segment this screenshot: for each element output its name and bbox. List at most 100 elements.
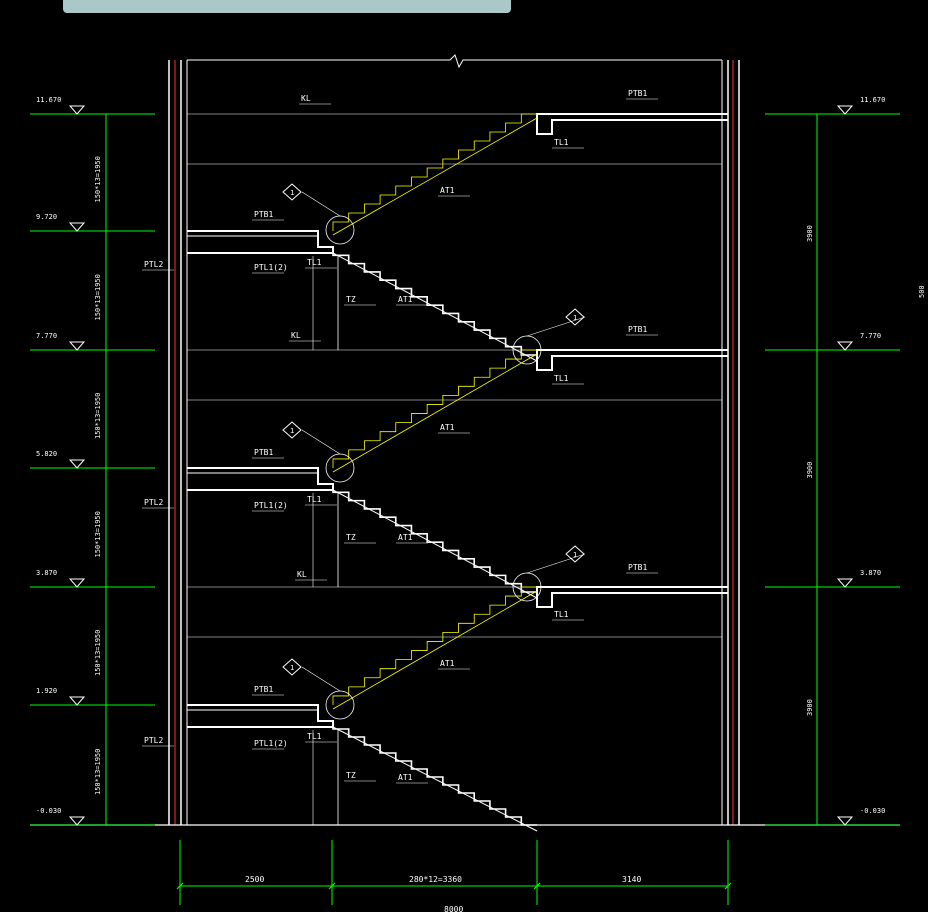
annotation-25: AT1 bbox=[398, 533, 413, 542]
flight-dim-2: 150*13=1950 bbox=[94, 393, 102, 439]
right-elevation-1: 7.770 bbox=[860, 332, 881, 340]
detail-circle-0 bbox=[325, 215, 355, 245]
flight-white-2-underside bbox=[332, 726, 538, 832]
annotation-23: AT1 bbox=[440, 659, 455, 668]
floor-height-2: 3900 bbox=[806, 699, 814, 716]
left-level-mark-2 bbox=[68, 341, 86, 351]
annotation-28: KL bbox=[291, 331, 301, 340]
landing-left-2 bbox=[187, 704, 334, 728]
annotation-10: PTL1(2) bbox=[254, 501, 288, 510]
detail-leader-4 bbox=[301, 666, 341, 692]
flight-white-1-underside bbox=[332, 489, 538, 599]
left-level-mark-3 bbox=[68, 459, 86, 469]
landing-left-0 bbox=[187, 230, 334, 254]
annotation-4: PTB1 bbox=[254, 448, 273, 457]
left-elevation-3: 5.820 bbox=[36, 450, 57, 458]
detail-diamond-4 bbox=[282, 658, 302, 676]
left-elevation-4: 3.870 bbox=[36, 569, 57, 577]
left-elevation-1: 9.720 bbox=[36, 213, 57, 221]
annotation-21: AT1 bbox=[440, 186, 455, 195]
bottom-total: 8000 bbox=[444, 905, 463, 912]
left-elevation-2: 7.770 bbox=[36, 332, 57, 340]
flight-yellow-2-underside bbox=[332, 590, 538, 710]
left-level-mark-1 bbox=[68, 222, 86, 232]
annotation-19: TZ bbox=[346, 533, 356, 542]
bottom-dim-1: 280*12=3360 bbox=[409, 875, 462, 884]
floor-slab-right-1 bbox=[536, 349, 728, 371]
right-elevation-2: 3.870 bbox=[860, 569, 881, 577]
right-level-mark-3 bbox=[836, 816, 854, 826]
left-elevation-6: -0.030 bbox=[36, 807, 61, 815]
bottom-dim-slash-3 bbox=[724, 882, 732, 890]
detail-diamond-2 bbox=[282, 421, 302, 439]
flight-dim-1: 150*13=1950 bbox=[94, 274, 102, 320]
detail-number-2: 1 bbox=[290, 427, 294, 435]
left-level-mark-0 bbox=[68, 105, 86, 115]
hint-banner bbox=[63, 0, 511, 13]
annotation-3: PTB1 bbox=[254, 210, 273, 219]
right-elevation-3: -0.030 bbox=[860, 807, 885, 815]
annotation-1: PTB1 bbox=[628, 325, 647, 334]
floor-slab-right-2 bbox=[536, 586, 728, 608]
detail-leader-3 bbox=[526, 553, 586, 574]
annotation-6: PTL2 bbox=[144, 260, 163, 269]
flight-yellow-2 bbox=[332, 586, 537, 705]
right-level-mark-1 bbox=[836, 341, 854, 351]
left-level-mark-4 bbox=[68, 578, 86, 588]
detail-number-4: 1 bbox=[290, 664, 294, 672]
annotation-5: PTB1 bbox=[254, 685, 273, 694]
flight-white-0-underside bbox=[332, 252, 538, 362]
left-elevation-0: 11.670 bbox=[36, 96, 61, 104]
landing-left-1 bbox=[187, 467, 334, 491]
floor-height-0: 3900 bbox=[806, 225, 814, 242]
annotation-16: TL1 bbox=[554, 374, 569, 383]
annotation-2: PTB1 bbox=[628, 563, 647, 572]
annotation-22: AT1 bbox=[440, 423, 455, 432]
detail-leader-2 bbox=[301, 429, 341, 455]
detail-number-3: 1 bbox=[573, 551, 577, 559]
annotation-29: KL bbox=[297, 570, 307, 579]
annotation-27: KL bbox=[301, 94, 311, 103]
bottom-dim-slash-2 bbox=[533, 882, 541, 890]
flight-white-1 bbox=[332, 484, 537, 593]
flight-white-2 bbox=[332, 721, 537, 826]
detail-diamond-0 bbox=[282, 183, 302, 201]
floor-height-1: 3900 bbox=[806, 462, 814, 479]
annotation-0: PTB1 bbox=[628, 89, 647, 98]
annotation-8: PTL2 bbox=[144, 736, 163, 745]
annotation-17: TL1 bbox=[554, 610, 569, 619]
floor-slab-right-0 bbox=[536, 113, 728, 135]
annotation-9: PTL1(2) bbox=[254, 263, 288, 272]
detail-diamond-3 bbox=[565, 545, 585, 563]
bottom-dim-2: 3140 bbox=[622, 875, 641, 884]
flight-dim-3: 150*13=1950 bbox=[94, 511, 102, 557]
detail-leader-1 bbox=[526, 316, 586, 337]
annotation-26: AT1 bbox=[398, 773, 413, 782]
annotation-24: AT1 bbox=[398, 295, 413, 304]
detail-number-1: 1 bbox=[573, 314, 577, 322]
annotation-14: TL1 bbox=[307, 732, 322, 741]
annotation-13: TL1 bbox=[307, 495, 322, 504]
annotation-12: TL1 bbox=[307, 258, 322, 267]
flight-yellow-0 bbox=[332, 113, 537, 231]
total-height: 500 bbox=[918, 285, 926, 298]
right-elevation-0: 11.670 bbox=[860, 96, 885, 104]
detail-number-0: 1 bbox=[290, 189, 294, 197]
annotation-18: TZ bbox=[346, 295, 356, 304]
annotation-11: PTL1(2) bbox=[254, 739, 288, 748]
flight-dim-0: 150*13=1950 bbox=[94, 156, 102, 202]
bottom-dim-slash-1 bbox=[328, 882, 336, 890]
bottom-dim-slash-0 bbox=[176, 882, 184, 890]
flight-yellow-1-underside bbox=[332, 353, 538, 473]
detail-diamond-1 bbox=[565, 308, 585, 326]
annotation-15: TL1 bbox=[554, 138, 569, 147]
left-elevation-5: 1.920 bbox=[36, 687, 57, 695]
flight-yellow-0-underside bbox=[332, 117, 538, 236]
annotation-7: PTL2 bbox=[144, 498, 163, 507]
flight-dim-4: 150*13=1950 bbox=[94, 630, 102, 676]
left-level-mark-6 bbox=[68, 816, 86, 826]
right-level-mark-2 bbox=[836, 578, 854, 588]
break-line bbox=[187, 54, 722, 69]
